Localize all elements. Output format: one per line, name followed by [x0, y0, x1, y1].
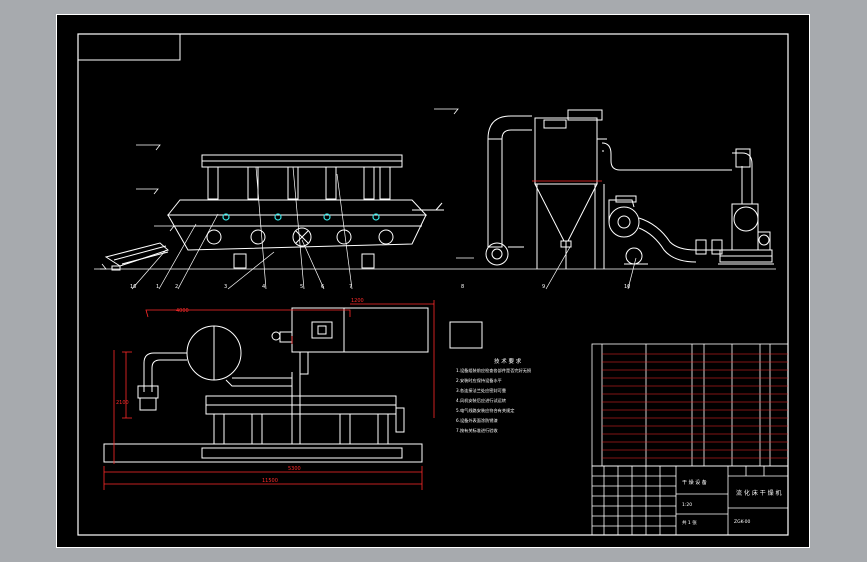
note-line: 2.安装时应保持设备水平	[456, 377, 502, 384]
note-line: 3.各连接法兰处应密封可靠	[456, 387, 506, 394]
dim-left-height: 2100	[116, 400, 129, 406]
svg-text:10: 10	[624, 284, 630, 290]
drawing-frame	[56, 14, 810, 548]
scale: 1:20	[682, 502, 692, 508]
dim-base-length: 5300	[288, 466, 301, 472]
plan-dimensions	[103, 180, 602, 490]
svg-text:6: 6	[321, 284, 324, 290]
svg-text:3: 3	[224, 284, 227, 290]
engineering-drawing: 16 1 2 3 4 5 6 7 8 9 10	[56, 14, 810, 548]
drawing-sheet: 16 1 2 3 4 5 6 7 8 9 10	[56, 14, 810, 548]
note-line: 1.设备组装前应检查各部件是否完好无损	[456, 367, 532, 374]
svg-text:8: 8	[461, 284, 464, 290]
svg-text:9: 9	[542, 284, 545, 290]
dryer-nozzles	[222, 213, 380, 221]
cyclone-system	[485, 109, 774, 269]
part-numbers: 16 1 2 3 4 5 6 7 8 9 10	[130, 284, 630, 290]
dim-overall-length: 11500	[262, 478, 278, 484]
dim-top-width: 4000	[176, 308, 189, 314]
parts-list-rows	[602, 353, 788, 459]
svg-text:7: 7	[349, 284, 352, 290]
level-markers	[94, 108, 474, 270]
svg-text:16: 16	[130, 284, 136, 290]
svg-text:2: 2	[175, 284, 178, 290]
note-line: 4.风机安装后应进行试运转	[456, 397, 506, 404]
notes-heading: 技 术 要 求	[494, 357, 522, 365]
svg-text:4: 4	[262, 284, 265, 290]
title-block-text: 流 化 床 干 燥 机 干 燥 设 备 ZGK-00 共 1 张 1:20	[682, 479, 782, 526]
technical-notes: 技 术 要 求 1.设备组装前应检查各部件是否完好无损 2.安装时应保持设备水平…	[456, 357, 532, 434]
drawing-title: 流 化 床 干 燥 机	[736, 489, 782, 497]
note-line: 7.按有关标准进行验收	[456, 427, 498, 434]
dim-duct-span: 1200	[351, 298, 364, 304]
drawing-number: ZGK-00	[734, 519, 751, 525]
parts-list	[591, 343, 789, 467]
plan-view	[103, 307, 483, 463]
part-leaders	[131, 166, 637, 290]
note-line: 5.电气线路安装应符合有关规定	[456, 407, 514, 414]
svg-text:1: 1	[156, 284, 159, 290]
sheet-info: 共 1 张	[682, 519, 697, 526]
project-name: 干 燥 设 备	[682, 479, 707, 486]
title-block	[591, 465, 789, 536]
dryer-elevation	[100, 154, 776, 271]
dimension-values: 4000 1200 5300 11500 2100	[116, 298, 364, 484]
note-line: 6.设备外表面涂防锈漆	[456, 417, 498, 424]
svg-text:5: 5	[300, 284, 303, 290]
